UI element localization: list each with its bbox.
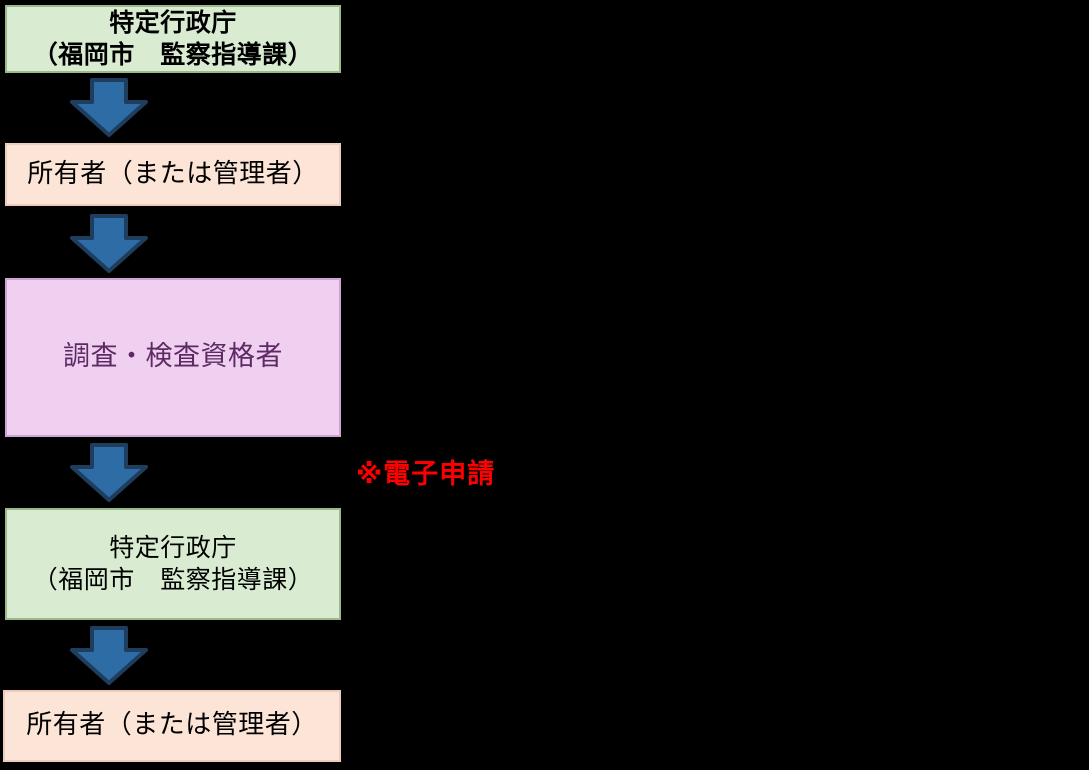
down-arrow-icon xyxy=(70,78,148,137)
node-authority-bottom: 特定行政庁 （福岡市 監察指導課） xyxy=(5,508,341,620)
node-authority-top: 特定行政庁 （福岡市 監察指導課） xyxy=(5,5,341,73)
down-arrow-icon xyxy=(70,214,148,273)
down-arrow-icon xyxy=(70,626,148,685)
e-application-note: ※電子申請 xyxy=(356,459,496,490)
node-owner-upper: 所有者（または管理者） xyxy=(5,143,341,206)
node-owner-lower: 所有者（または管理者） xyxy=(3,690,341,762)
node-inspector: 調査・検査資格者 xyxy=(5,278,341,437)
down-arrow-icon xyxy=(70,443,148,502)
